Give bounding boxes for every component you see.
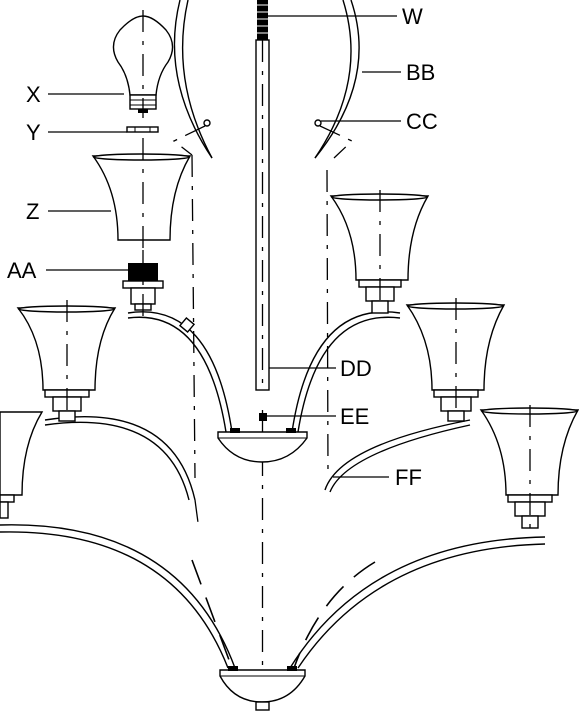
socket-aa (122, 250, 164, 318)
center-stem (255, 0, 270, 715)
bulb-x (112, 10, 174, 118)
label-y: Y (26, 120, 41, 145)
label-ee: EE (340, 404, 369, 429)
shade-lower-left (0, 411, 44, 519)
shade-mid-left (16, 300, 117, 422)
shade-upper-right (329, 190, 430, 314)
lower-arm-right (289, 536, 546, 669)
lower-hub (219, 666, 306, 711)
label-cc: CC (406, 109, 438, 134)
cup-y (126, 126, 159, 133)
hook-left (172, 119, 211, 479)
shade-z (91, 138, 192, 250)
lower-arm-left (0, 524, 236, 669)
upper-arm-left (127, 311, 233, 433)
shade-mid-right (405, 298, 506, 422)
hook-right (314, 119, 354, 476)
mid-arm-left (44, 416, 200, 531)
label-z: Z (26, 199, 39, 224)
shade-lower-right (479, 405, 579, 529)
top-decor-arm-left (173, 0, 213, 159)
label-x: X (26, 82, 41, 107)
label-bb: BB (406, 60, 435, 85)
mid-arm-right (324, 419, 471, 493)
label-aa: AA (7, 258, 37, 283)
upper-hub (217, 428, 308, 463)
label-w: W (402, 4, 423, 29)
label-ff: FF (395, 465, 422, 490)
top-decor-arm-right (314, 0, 360, 159)
label-dd: DD (340, 356, 372, 381)
